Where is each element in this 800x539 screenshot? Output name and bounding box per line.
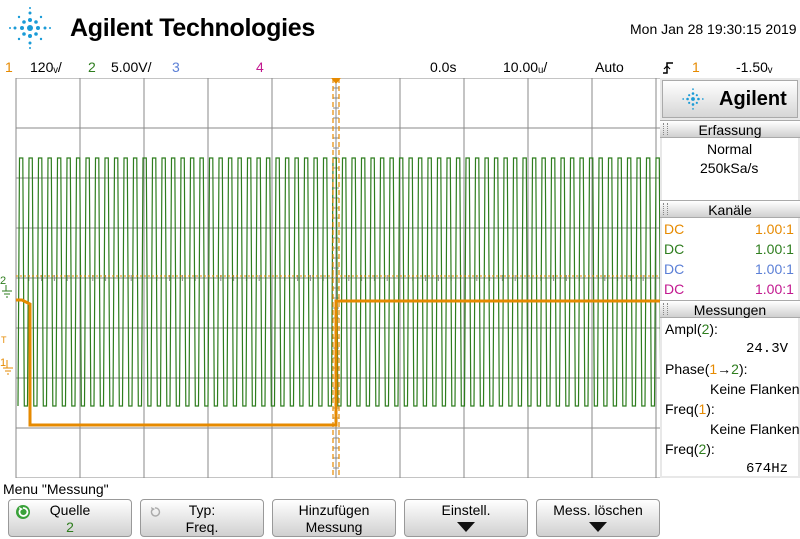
measurement-3-value: Keine Flanken [710,421,800,437]
trigger-mode[interactable]: Auto [595,59,624,75]
m2-source-b: 2 [731,361,739,377]
agilent-spark-small-icon [682,88,704,110]
m1-open-paren: ( [696,321,702,337]
measurement-3-label: Freq(1): [665,401,715,417]
header: Agilent Technologies Mon Jan 28 19:30:15… [0,0,800,58]
measurements-title: Messungen [693,302,767,318]
time-delay[interactable]: 0.0s [430,59,457,75]
ch1-coupling: DC [664,221,685,237]
measurements-box [662,318,798,476]
menu-title: Menu "Messung" [3,481,109,497]
measurement-4-label: Freq(2): [665,441,715,457]
ch3-number[interactable]: 3 [172,59,180,75]
ch2-probe: 1.00:1 [755,241,794,257]
datetime: Mon Jan 28 19:30:15 2019 [630,21,797,37]
m2-source-a: 1 [709,361,718,377]
arrow-right-icon: → [717,361,732,377]
softkey-clear-label: Mess. löschen [553,502,643,518]
agilent-spark-logo-icon [9,7,51,49]
measurement-2-value: Keine Flanken [710,381,800,397]
m4-name: Freq [665,441,694,457]
side-logo: Agilent [662,80,798,118]
m2-close-paren: ): [738,361,748,377]
softkey-settings-label: Einstell. [441,502,491,518]
trigger-source[interactable]: 1 [692,59,700,75]
m2-open-paren: ( [704,361,710,377]
measurement-2-label: Phase(1→2): [665,361,748,377]
measurements-header[interactable]: Messungen [660,300,800,318]
grip-icon [663,123,668,135]
acquisition-title: Erfassung [698,122,762,138]
measurement-4-value: 674Hz [746,461,789,477]
softkey-source[interactable]: Quelle 2 [8,499,132,537]
m1-source: 2 [701,321,710,337]
ch1-scale[interactable]: 120ᵥ/ [30,59,62,75]
grip-icon [663,303,668,315]
ch2-coupling: DC [664,241,685,257]
ch3-probe: 1.00:1 [755,261,794,277]
status-bar: 1 120ᵥ/ 2 5.00V/ 3 4 0.0s 10.00ᵤ/ Auto 1… [0,58,800,78]
trigger-position-triangle-icon [331,78,341,84]
channels-title: Kanäle [708,202,752,218]
measurement-1-label: Ampl(2): [665,321,718,337]
ch4-probe: 1.00:1 [755,281,794,297]
ch4-number[interactable]: 4 [256,59,264,75]
ch2-waveform [17,157,660,407]
ch1-waveform [16,298,660,427]
ch2-number[interactable]: 2 [88,59,96,75]
softkey-settings[interactable]: Einstell. [404,499,528,537]
ch2-ground-marker[interactable]: 2 [0,275,12,298]
m4-close-paren: ): [706,441,715,457]
ch1-trace [16,298,660,427]
channels-box [662,218,798,300]
side-logo-text: Agilent [719,88,787,110]
submenu-arrow-down-icon [589,522,607,532]
softkey-type[interactable]: Typ: Freq. [140,499,264,537]
submenu-arrow-down-icon [457,522,475,532]
m3-open-paren: ( [693,401,699,417]
ch1-ground-marker[interactable]: T 1 [0,335,13,375]
entry-knob-icon [16,505,30,519]
ch1-marker-label: 1 [0,357,6,369]
acquisition-header[interactable]: Erfassung [660,120,800,138]
acquisition-rate: 250kSa/s [700,160,759,176]
ch1-probe: 1.00:1 [755,221,794,237]
grip-icon [663,203,668,215]
channels-header[interactable]: Kanäle [660,200,800,218]
trigger-time-marker[interactable] [16,78,660,478]
brand-title: Agilent Technologies [70,14,315,42]
acquisition-mode: Normal [707,141,753,157]
m4-source: 2 [698,441,707,457]
side-panel: Agilent Erfassung Normal 250kSa/s Kanäle… [660,78,800,478]
softkey-add-label-2: Messung [305,519,363,535]
m4-open-paren: ( [693,441,699,457]
softkey-add-label: Hinzufügen [298,502,370,518]
m1-name: Ampl [665,321,697,337]
softkey-type-value: Freq. [185,519,219,535]
m2-name: Phase [665,361,705,377]
m3-close-paren: ): [706,401,715,417]
softkey-source-value: 2 [66,519,74,535]
m3-source: 1 [698,401,707,417]
acquisition-box [662,138,798,202]
edge-trigger-icon [663,62,673,74]
ch4-coupling: DC [664,281,685,297]
trigger-level-marker-label: T [1,335,7,345]
ch1-number[interactable]: 1 [5,59,13,75]
measurement-1-value: 24.3V [746,341,789,357]
waveform-display[interactable]: 2 T 1 [0,78,660,478]
ch2-scale[interactable]: 5.00V/ [111,59,152,75]
trigger-level[interactable]: -1.50ᵥ [736,59,773,75]
entry-knob-disabled-icon [150,507,161,517]
m1-close-paren: ): [709,321,718,337]
softkey-type-label: Typ: [188,502,216,518]
softkey-add-measurement[interactable]: Hinzufügen Messung [272,499,396,537]
ch3-coupling: DC [664,261,685,277]
softkey-source-label: Quelle [49,502,91,518]
ch2-marker-label: 2 [0,275,6,287]
m3-name: Freq [665,401,694,417]
time-scale[interactable]: 10.00ᵤ/ [503,59,548,75]
softkey-clear-measurements[interactable]: Mess. löschen [536,499,660,537]
ch2-trace [17,157,660,407]
